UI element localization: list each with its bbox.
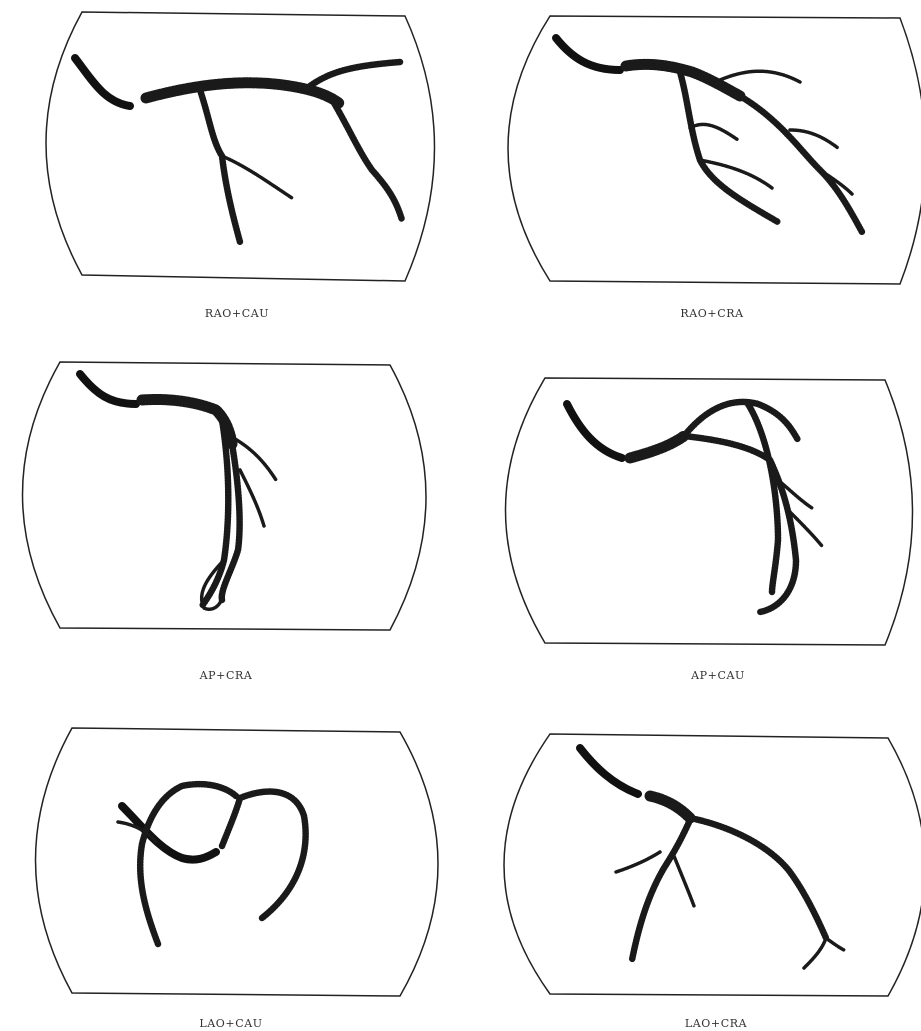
caption-rao-cau: RAO+CAU: [205, 307, 269, 320]
caption-lao-cra: LAO+CRA: [685, 1017, 747, 1030]
fluoroscopy-frame: [36, 728, 439, 996]
caption-rao-cra: RAO+CRA: [680, 307, 743, 320]
panel-lao-cra: [504, 734, 921, 996]
panel-ap-cau: [506, 378, 913, 645]
panel-ap-cra: [23, 362, 427, 630]
panel-lao-cau: [36, 728, 439, 996]
panel-rao-cra: [508, 16, 921, 284]
caption-lao-cau: LAO+CAU: [199, 1017, 262, 1030]
panel-rao-cau: [46, 12, 435, 281]
fluoroscopy-frame: [504, 734, 921, 996]
fluoroscopy-frame: [506, 378, 913, 645]
caption-ap-cau: AP+CAU: [691, 669, 745, 682]
caption-ap-cra: AP+CRA: [200, 669, 253, 682]
